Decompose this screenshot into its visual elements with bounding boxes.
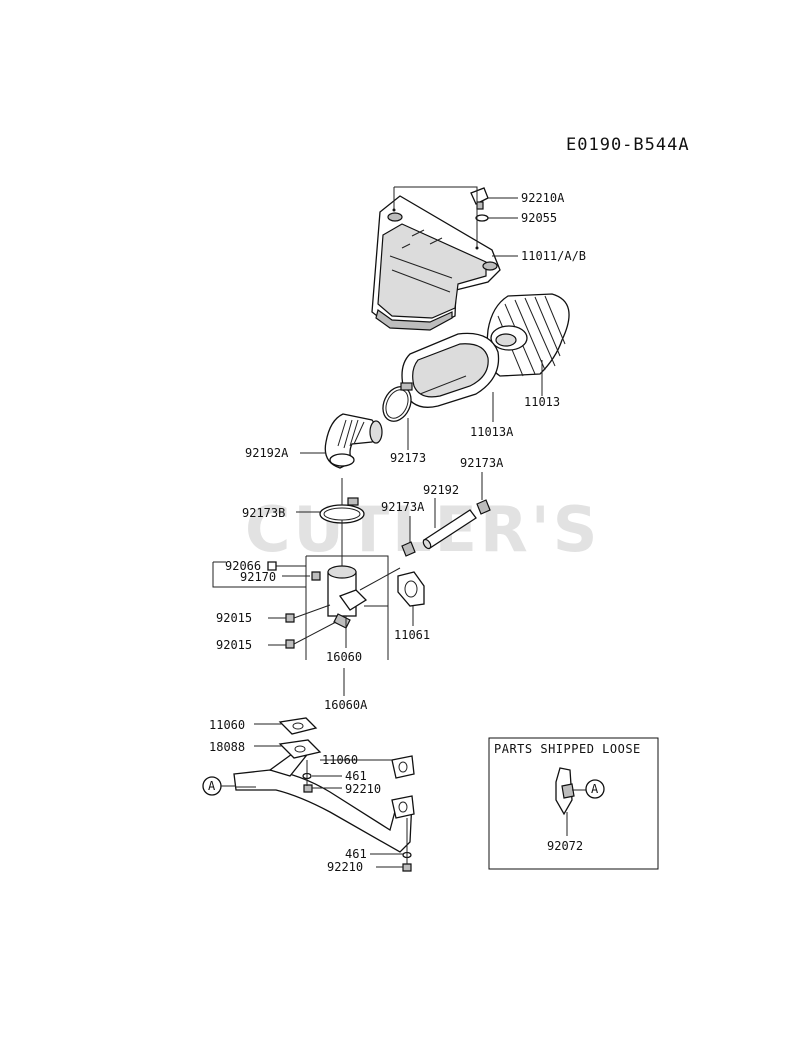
label-92173: 92173 — [390, 451, 426, 465]
label-92192: 92192 — [423, 483, 459, 497]
label-92173a-top: 92173A — [460, 456, 504, 470]
label-11061: 11061 — [394, 628, 430, 642]
flange-18088 — [278, 739, 322, 759]
flange-outlet — [391, 795, 415, 819]
gasket-11061 — [397, 571, 425, 607]
ref-a-box: A — [591, 782, 599, 796]
label-461-lower: 461 — [345, 847, 367, 861]
label-11060-upper: 11060 — [209, 718, 245, 732]
label-92173a-mid: 92173A — [381, 500, 425, 514]
parts-shipped-loose-title: PARTS SHIPPED LOOSE — [494, 742, 641, 756]
label-92072: 92072 — [547, 839, 583, 853]
clamp-92173a-lower — [401, 541, 416, 557]
air-filter-element — [486, 293, 570, 377]
hose-92192 — [422, 509, 477, 550]
label-11013: 11013 — [524, 395, 560, 409]
clamp-92072 — [555, 767, 575, 816]
label-92210-upper: 92210 — [345, 782, 381, 796]
label-16060: 16060 — [326, 650, 362, 664]
label-92066: 92066 — [225, 559, 261, 573]
label-92170: 92170 — [240, 570, 276, 584]
knob-92210a — [470, 187, 489, 210]
label-92055: 92055 — [521, 211, 557, 225]
label-16060a: 16060A — [324, 698, 368, 712]
exhaust-pipe — [233, 753, 413, 853]
clamp-92173a-upper — [476, 499, 491, 515]
label-11011: 11011/A/B — [521, 249, 586, 263]
ref-a-left: A — [208, 779, 216, 793]
gasket-11060-upper — [278, 717, 318, 735]
label-18088: 18088 — [209, 740, 245, 754]
nut-92015-lower — [285, 639, 295, 649]
gasket-11060-lower — [391, 755, 415, 779]
label-92015-lower: 92015 — [216, 638, 252, 652]
label-11013a: 11013A — [470, 425, 514, 439]
breather-tube-16060 — [327, 565, 368, 629]
label-92015-upper: 92015 — [216, 611, 252, 625]
air-cleaner-cover — [371, 195, 501, 331]
parts-shipped-loose-box — [488, 737, 659, 870]
clamp-92173 — [382, 382, 413, 422]
watermark: CUTLER'S — [245, 493, 600, 566]
diagram-code: E0190-B544A — [566, 135, 690, 155]
label-92192a: 92192A — [245, 446, 289, 460]
label-461-upper: 461 — [345, 769, 367, 783]
nut-92015-upper — [285, 613, 295, 623]
label-92210a: 92210A — [521, 191, 565, 205]
elbow-hose-92192a — [324, 413, 383, 469]
label-92173b: 92173B — [242, 506, 285, 520]
ring-92055 — [475, 214, 489, 222]
label-11060-lower: 11060 — [322, 753, 358, 767]
label-92210-lower: 92210 — [327, 860, 363, 874]
pre-cleaner — [401, 332, 500, 408]
